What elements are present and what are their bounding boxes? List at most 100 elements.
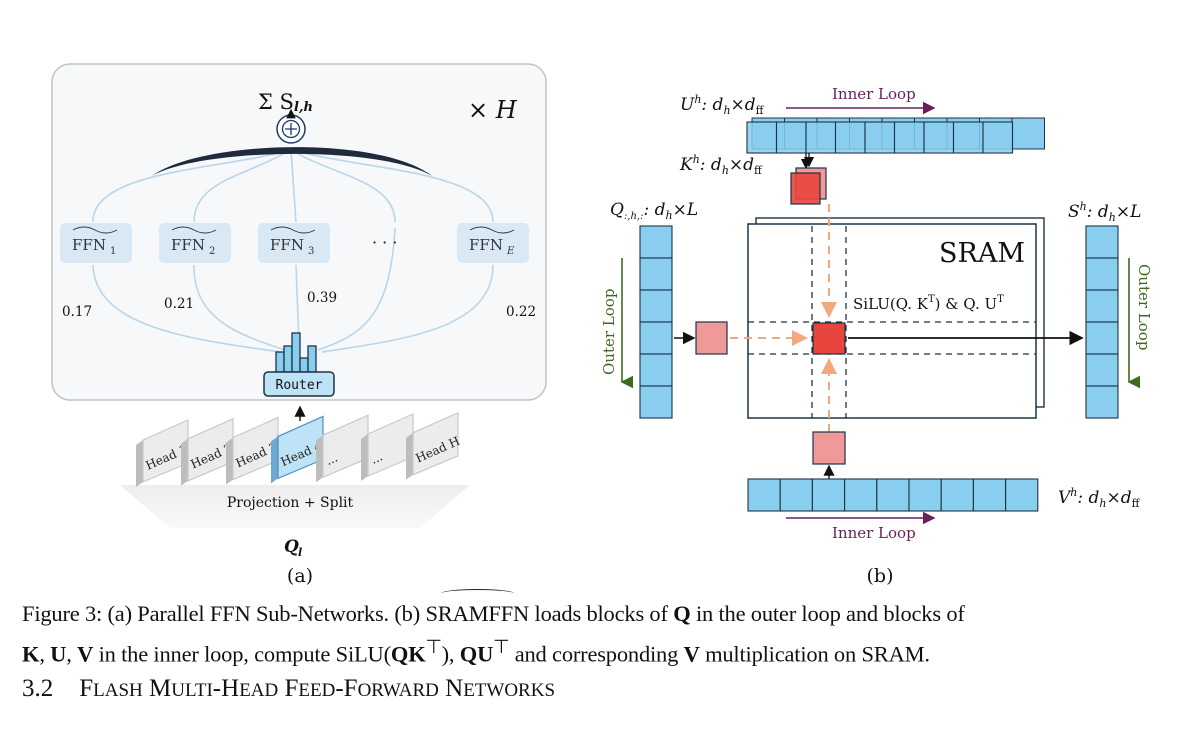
k-block [864, 121, 896, 154]
s-block [1085, 385, 1119, 419]
caption-text: in the outer loop and blocks of [690, 601, 965, 626]
q-label: Q:,h,:: dh×L [610, 200, 698, 222]
caption-prefix: Figure 3: [22, 601, 103, 626]
head-label: ... [324, 450, 340, 467]
aggregation-brace [152, 147, 432, 176]
compute-label: SiLU(Q. KT) & Q. UT [853, 294, 1004, 313]
expert-weight: 0.39 [307, 290, 337, 306]
v-block [747, 478, 781, 512]
caption-math: ⊤ [425, 637, 442, 658]
figure-caption: Figure 3: (a) Parallel FFN Sub-Networks.… [22, 589, 1192, 672]
v-loaded-block [812, 431, 846, 465]
v-block [811, 478, 846, 512]
q-block [639, 289, 673, 323]
caption-text: multiplication on SRAM. [699, 641, 930, 667]
plus-circle-icon [281, 119, 301, 139]
caption-math: V [77, 641, 94, 667]
sram-label: SRAM [939, 238, 1025, 269]
inner-loop-bottom-label: Inner Loop [832, 524, 916, 542]
expert-name: FFN [469, 236, 503, 254]
s-block-column [1085, 225, 1119, 419]
expert-name: FFN [270, 236, 304, 254]
expert-subscript: 3 [308, 246, 314, 257]
v-block [1005, 478, 1039, 512]
sum-label: Σ S [258, 90, 294, 114]
k-block [952, 121, 984, 154]
caption-math: Q [673, 601, 691, 626]
expert-e: FFN E [457, 223, 529, 263]
u-block [1011, 117, 1045, 150]
q-loaded-block [695, 321, 728, 355]
caption-text: in the inner loop, compute SiLU( [93, 641, 392, 667]
k-block [746, 121, 778, 154]
q-block [639, 353, 673, 387]
caption-text: , [39, 641, 51, 667]
figure-canvas: Σ S l,h × H FFN 1 FFN 2 FFN 3 · · · FFN … [51, 63, 1153, 587]
q-block-column [639, 225, 673, 419]
v-block [844, 478, 878, 512]
k-block-row [746, 121, 1014, 154]
k-loaded-block [790, 172, 821, 205]
outer-loop-right-label: Outer Loop [1135, 264, 1153, 350]
caption-math: U [50, 641, 67, 667]
s-block [1085, 321, 1119, 355]
expert-subscript: 1 [110, 246, 116, 257]
v-block [908, 478, 942, 512]
panel-b: Uh: dh×dff Inner Loop Kh: dh×dff SRAM Si… [600, 85, 1153, 587]
caption-text: loads blocks of [529, 601, 674, 626]
k-block [893, 121, 925, 154]
q-block [639, 257, 673, 291]
k-block [805, 121, 837, 154]
section-heading: 3.2 FLASH MULTI-HEAD FEED-FORWARD NETWORK… [22, 675, 555, 703]
v-block [972, 478, 1007, 512]
router-connections [92, 149, 494, 353]
router-label: Router [276, 378, 323, 393]
v-block [940, 478, 974, 512]
panel-b-label: (b) [867, 565, 894, 587]
caption-math: QK [390, 641, 426, 667]
panel-a: Σ S l,h × H FFN 1 FFN 2 FFN 3 · · · FFN … [51, 63, 547, 587]
expert-subscript: 2 [209, 246, 215, 257]
caption-text: (a) Parallel FFN Sub-Networks. (b) [102, 601, 426, 626]
q-block [639, 225, 673, 259]
outer-loop-left-label: Outer Loop [600, 289, 618, 375]
u-label: Uh: dh×dff [680, 93, 765, 117]
projection-label: Projection + Split [227, 495, 354, 511]
k-block [982, 121, 1014, 154]
expert-2: FFN 2 [159, 223, 231, 263]
sram-box [747, 223, 1037, 419]
head-card: ... [361, 413, 414, 481]
projection-shape [120, 485, 470, 528]
head-card: Head H [406, 411, 462, 480]
s-block [1085, 257, 1119, 291]
q-block [639, 321, 673, 355]
head-label: ... [369, 449, 385, 466]
repeat-label: × H [468, 96, 518, 124]
s-label: Sh: dh×L [1068, 200, 1141, 224]
expert-weight: 0.17 [62, 304, 92, 320]
tile-guides [748, 226, 1036, 418]
expert-1: FFN 1 [60, 223, 132, 263]
section-number: 3.2 [22, 675, 54, 702]
q-block [639, 385, 673, 419]
plus-icon [285, 123, 297, 135]
expert-name: FFN [171, 236, 205, 254]
k-block [775, 121, 807, 154]
caption-text: , [66, 641, 78, 667]
sum-subscript: l,h [294, 100, 313, 115]
experts-ellipsis: · · · [372, 233, 397, 252]
s-block [1085, 289, 1119, 323]
caption-text: and corresponding [509, 641, 684, 667]
section-title: FLASH MULTI-HEAD FEED-FORWARD NETWORKS [79, 675, 556, 702]
k-label: Kh: dh×dff [679, 153, 763, 177]
expert-subscript: E [506, 246, 515, 257]
sramffn-term: SRAMFFN [425, 589, 529, 631]
input-subscript: l [298, 546, 302, 559]
active-tile [812, 322, 846, 355]
caption-math: K [22, 641, 40, 667]
expert-weight: 0.22 [506, 304, 536, 320]
head-card: ... [316, 414, 369, 483]
inner-loop-top-label: Inner Loop [832, 85, 916, 103]
k-block [923, 121, 955, 154]
v-block [876, 478, 910, 512]
